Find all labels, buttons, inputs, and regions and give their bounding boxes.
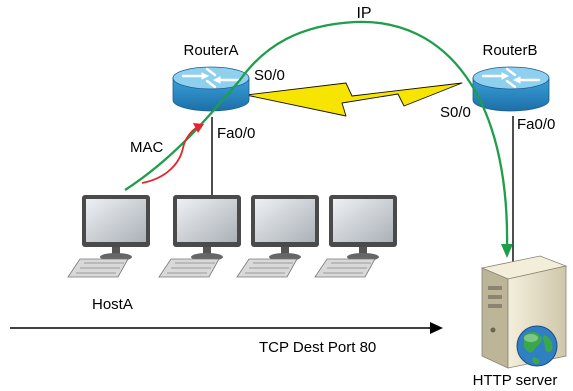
router-a-fa-label: Fa0/0 bbox=[217, 125, 255, 142]
mac-label: MAC bbox=[130, 139, 164, 156]
mac-arrowhead bbox=[193, 123, 204, 133]
workstation-icon bbox=[67, 195, 150, 278]
serial-link-lightning bbox=[245, 82, 463, 117]
ip-label: IP bbox=[356, 5, 371, 22]
router-a-icon bbox=[172, 66, 250, 112]
router-a-label: RouterA bbox=[183, 42, 238, 59]
router-a-serial-label: S0/0 bbox=[254, 67, 285, 84]
router-b-icon bbox=[472, 66, 550, 112]
workstation-icon bbox=[236, 195, 319, 278]
tcp-port-label: TCP Dest Port 80 bbox=[259, 339, 376, 356]
router-b-fa-label: Fa0/0 bbox=[517, 116, 555, 133]
router-b-serial-label: S0/0 bbox=[440, 104, 471, 121]
router-b-label: RouterB bbox=[482, 42, 537, 59]
globe-icon bbox=[516, 325, 558, 367]
ip-path-arrowhead bbox=[501, 244, 513, 258]
tcp-arrowhead bbox=[430, 322, 443, 334]
workstation-icon bbox=[158, 195, 241, 278]
host-a-label: HostA bbox=[92, 296, 133, 313]
http-server-label: HTTP server bbox=[473, 372, 558, 389]
workstation-icon bbox=[314, 195, 397, 278]
mac-arrow bbox=[141, 126, 199, 184]
